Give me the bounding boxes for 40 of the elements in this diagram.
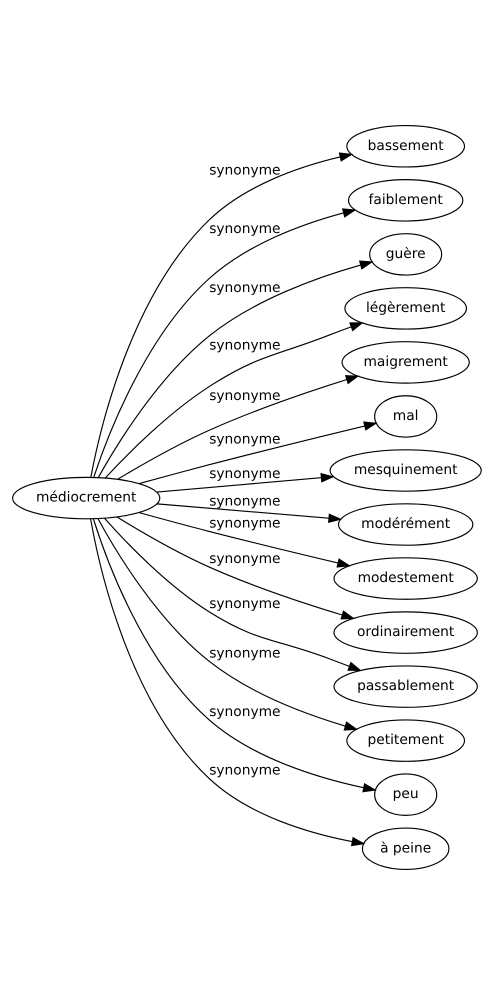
edge-label: synonyme (209, 432, 281, 448)
arrow (139, 421, 378, 484)
edge-label: synonyme (209, 162, 281, 179)
node-ellipse: passablement (333, 665, 478, 708)
node-ellipse: bassement (346, 125, 466, 168)
node-ellipse: guère (369, 233, 442, 276)
node-ellipse: mesquinement (330, 449, 482, 492)
edge-label: synonyme (209, 596, 281, 612)
arrow (117, 375, 360, 480)
node-ellipse: peu (374, 773, 438, 816)
edge-label: synonyme (209, 645, 281, 662)
edge-label: synonyme (209, 221, 281, 238)
node-ellipse: médiocrement (12, 476, 160, 520)
arrow (98, 260, 374, 478)
arrow (156, 472, 335, 493)
arrow (104, 518, 362, 672)
arrow (90, 152, 354, 478)
node-ellipse: légèrement (344, 287, 468, 330)
node-ellipse: faiblement (348, 179, 464, 222)
arrow (139, 512, 351, 568)
arrow (92, 518, 377, 792)
edge-label: synonyme (209, 388, 281, 404)
arrow (93, 208, 357, 478)
node-ellipse: modérément (338, 503, 474, 546)
arrow (90, 518, 366, 846)
arrow (156, 503, 342, 523)
edge-label: synonyme (209, 280, 281, 296)
node-ellipse: mal (374, 395, 438, 438)
edge-label: synonyme (209, 466, 281, 482)
edge-label: synonyme (209, 551, 281, 568)
edge-label: synonyme (209, 762, 281, 779)
edge-label: synonyme (209, 337, 281, 354)
node-ellipse: petitement (346, 719, 466, 762)
edge-label: synonyme (209, 516, 281, 532)
arrow (98, 518, 358, 731)
node-ellipse: à peine (362, 827, 450, 870)
arrow (116, 516, 355, 620)
edge-label: synonyme (209, 704, 281, 720)
edge-label: synonyme (209, 494, 281, 510)
arrow (105, 322, 364, 478)
